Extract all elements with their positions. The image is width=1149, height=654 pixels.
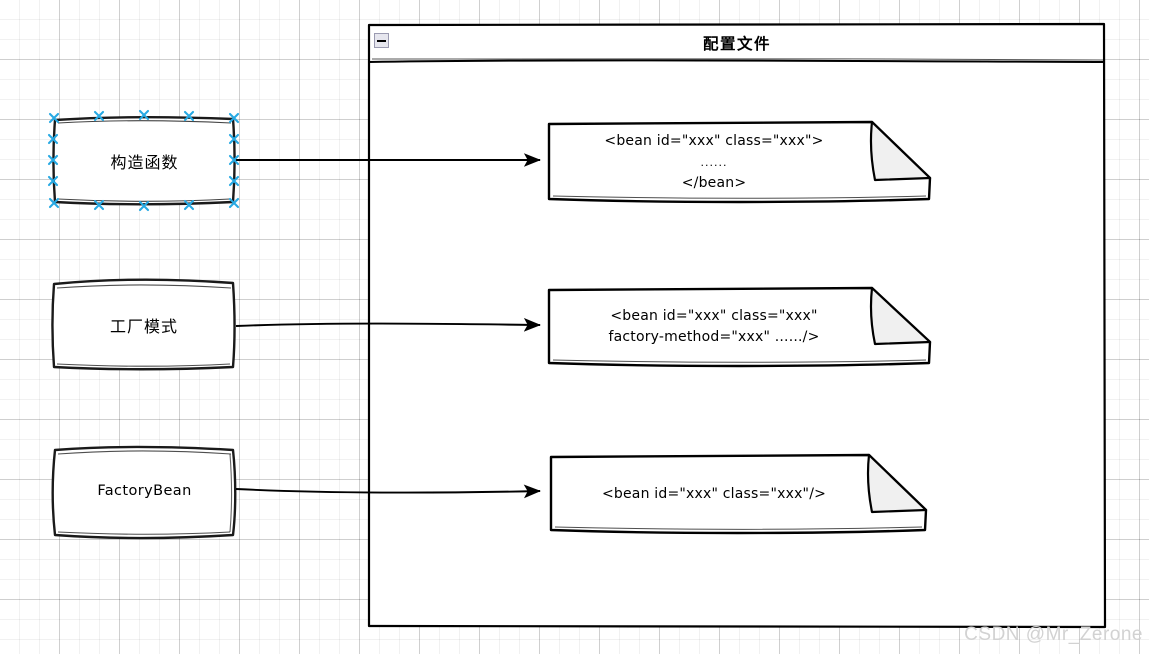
note-line: factory-method="xxx" ....../> (608, 329, 820, 345)
watermark: CSDN @Mr_Zerone (964, 624, 1143, 645)
note-factory-method-sketch-bottom (552, 359, 927, 363)
note-constructor-text: <bean id="xxx" class="xxx"> ...... </bea… (549, 124, 879, 200)
note-factory-bean-text: <bean id="xxx" class="xxx"/> (551, 457, 877, 531)
selection-handle[interactable] (47, 133, 59, 145)
note-factory-method-body (547, 286, 932, 368)
box-constructor-outline (52, 115, 236, 206)
selection-handle[interactable] (47, 154, 59, 166)
selection-handle[interactable] (228, 133, 240, 145)
box-factory-pattern-sketch-bottom (56, 363, 231, 367)
box-constructor[interactable] (52, 115, 236, 206)
note-factory-bean-sketch-bottom (554, 526, 923, 530)
note-line-ellipsis: ...... (700, 155, 728, 169)
box-constructor-sketch-top (57, 120, 232, 124)
arrow-factory-pattern-to-note[interactable] (235, 317, 541, 332)
selection-handle[interactable] (228, 154, 240, 166)
container-header-divider (368, 59, 1105, 63)
note-factory-method[interactable] (547, 286, 932, 368)
box-factory-pattern-sketch-top (56, 284, 232, 289)
arrow-factory-bean-line (235, 484, 541, 499)
note-line: <bean id="xxx" class="xxx"/> (601, 485, 827, 502)
note-factory-method-text: <bean id="xxx" class="xxx" factory-metho… (549, 290, 879, 364)
arrow-factory-bean-to-note[interactable] (235, 484, 541, 499)
selection-handle[interactable] (228, 175, 240, 187)
selection-handle[interactable] (228, 112, 240, 124)
note-constructor-sketch-bottom (552, 195, 927, 199)
box-factory-bean-sketch-bottom (57, 531, 231, 535)
note-factory-bean-body (549, 453, 928, 535)
selection-handle[interactable] (138, 200, 150, 212)
selection-handle[interactable] (48, 112, 60, 124)
box-constructor-sketch-bottom (57, 198, 231, 202)
selection-handles-constructor[interactable] (47, 109, 240, 212)
selection-handle[interactable] (138, 109, 150, 121)
note-factory-bean-fold (866, 453, 928, 514)
selection-handle[interactable] (48, 197, 60, 209)
note-constructor-fold (869, 120, 932, 182)
selection-handle[interactable] (183, 199, 195, 211)
box-factory-pattern-outline (51, 278, 236, 371)
selection-handle[interactable] (93, 199, 105, 211)
selection-handle[interactable] (47, 175, 59, 187)
container-title: 配置文件 (702, 35, 771, 53)
note-constructor-body (547, 120, 932, 204)
selection-handle[interactable] (228, 197, 240, 209)
note-factory-method-fold (869, 286, 932, 346)
selection-handle[interactable] (183, 110, 195, 122)
box-factory-pattern[interactable] (51, 278, 236, 371)
box-factory-bean-sketch-right (229, 453, 233, 533)
selection-handle[interactable] (93, 110, 105, 122)
collapse-icon[interactable] (374, 33, 389, 48)
note-line: <bean id="xxx" class="xxx"> (604, 132, 824, 149)
note-line: </bean> (681, 174, 747, 191)
note-line: <bean id="xxx" class="xxx" (610, 308, 818, 324)
box-factory-bean[interactable] (51, 445, 237, 540)
arrow-factory-pattern-line (235, 317, 541, 332)
box-factory-bean-outline (51, 445, 237, 540)
box-factory-bean-sketch-top (57, 450, 232, 455)
note-constructor[interactable] (547, 120, 932, 204)
note-factory-bean[interactable] (549, 453, 928, 535)
